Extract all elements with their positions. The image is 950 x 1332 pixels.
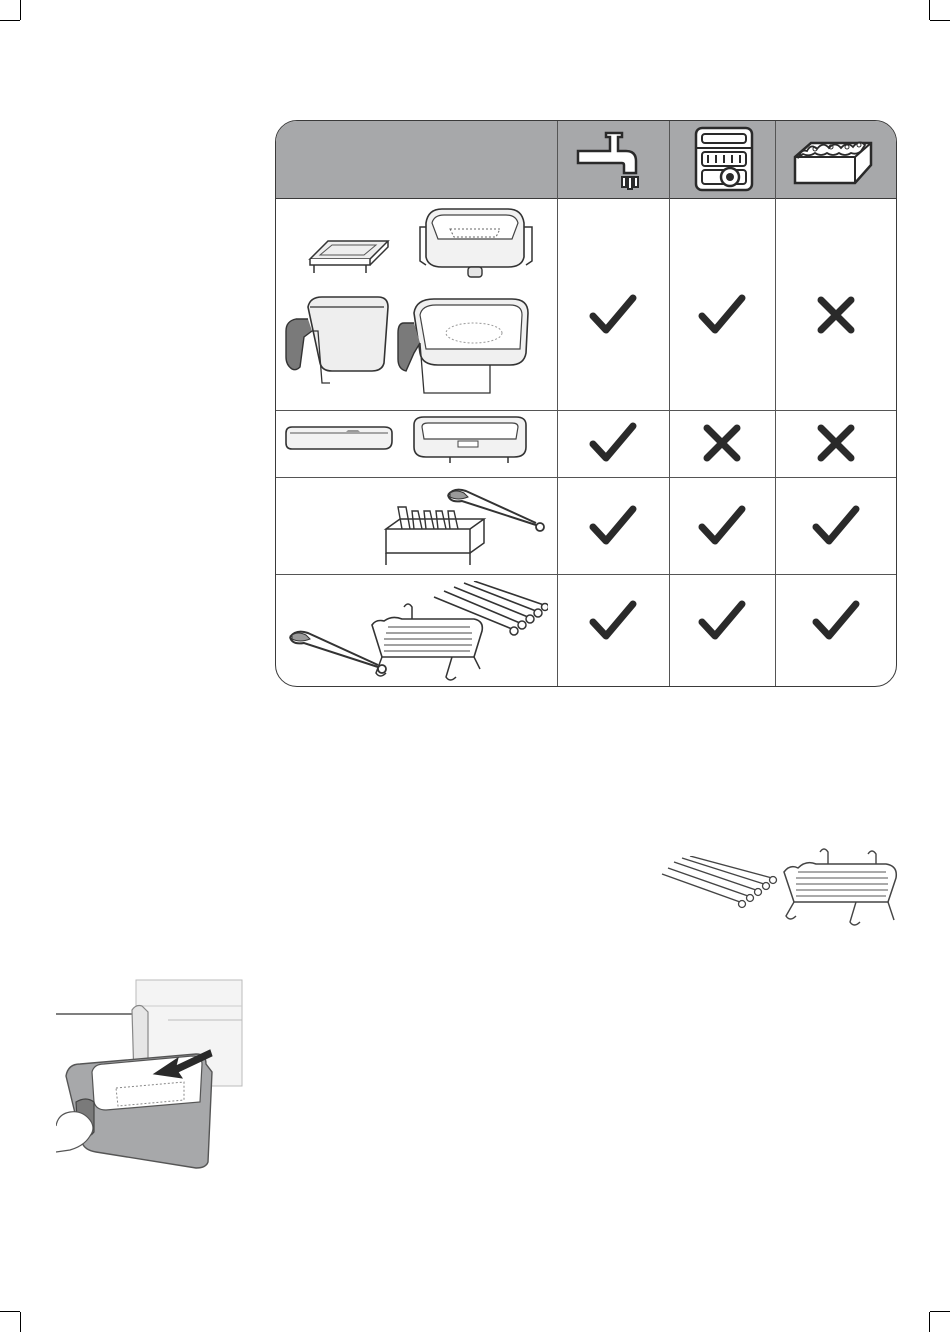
tap-water-icon: [576, 129, 646, 193]
crop-mark: [930, 1311, 950, 1312]
cleaning-table: [275, 120, 897, 687]
checkmark-icon: [697, 290, 747, 340]
dishwasher-icon: [694, 126, 754, 192]
row-divider: [276, 574, 896, 575]
crop-mark: [929, 0, 930, 20]
crop-mark: [0, 20, 20, 21]
cross-icon: [811, 418, 861, 468]
row-divider: [276, 477, 896, 478]
crop-mark: [20, 0, 21, 20]
checkmark-icon: [697, 501, 747, 551]
crop-mark: [929, 1312, 930, 1332]
basket-insert-icon: [416, 203, 536, 295]
basket-removal-arrow-icon: [150, 1044, 214, 1084]
checkmark-icon: [588, 501, 638, 551]
tongs-icon: [444, 485, 550, 537]
checkmark-icon: [811, 596, 861, 646]
checkmark-icon: [697, 596, 747, 646]
checkmark-icon: [811, 501, 861, 551]
column-divider: [557, 121, 558, 686]
double-layer-rack-icon: [776, 846, 904, 930]
small-basket-icon: [282, 291, 392, 391]
large-basket-icon: [394, 293, 534, 397]
cross-icon: [697, 418, 747, 468]
sponge-icon: [791, 129, 875, 191]
row-divider: [276, 410, 896, 411]
column-divider: [669, 121, 670, 686]
checkmark-icon: [588, 596, 638, 646]
skewers-icon: [430, 581, 548, 643]
column-divider: [775, 121, 776, 686]
checkmark-icon: [588, 290, 638, 340]
checkmark-icon: [588, 418, 638, 468]
skewers-icon: [660, 856, 780, 912]
cross-icon: [811, 290, 861, 340]
crop-mark: [0, 1311, 20, 1312]
crop-mark: [930, 20, 950, 21]
crop-mark: [20, 1312, 21, 1332]
drip-tray-icon: [408, 411, 532, 471]
divider-icon: [282, 419, 396, 459]
crisper-plate-icon: [306, 233, 392, 279]
